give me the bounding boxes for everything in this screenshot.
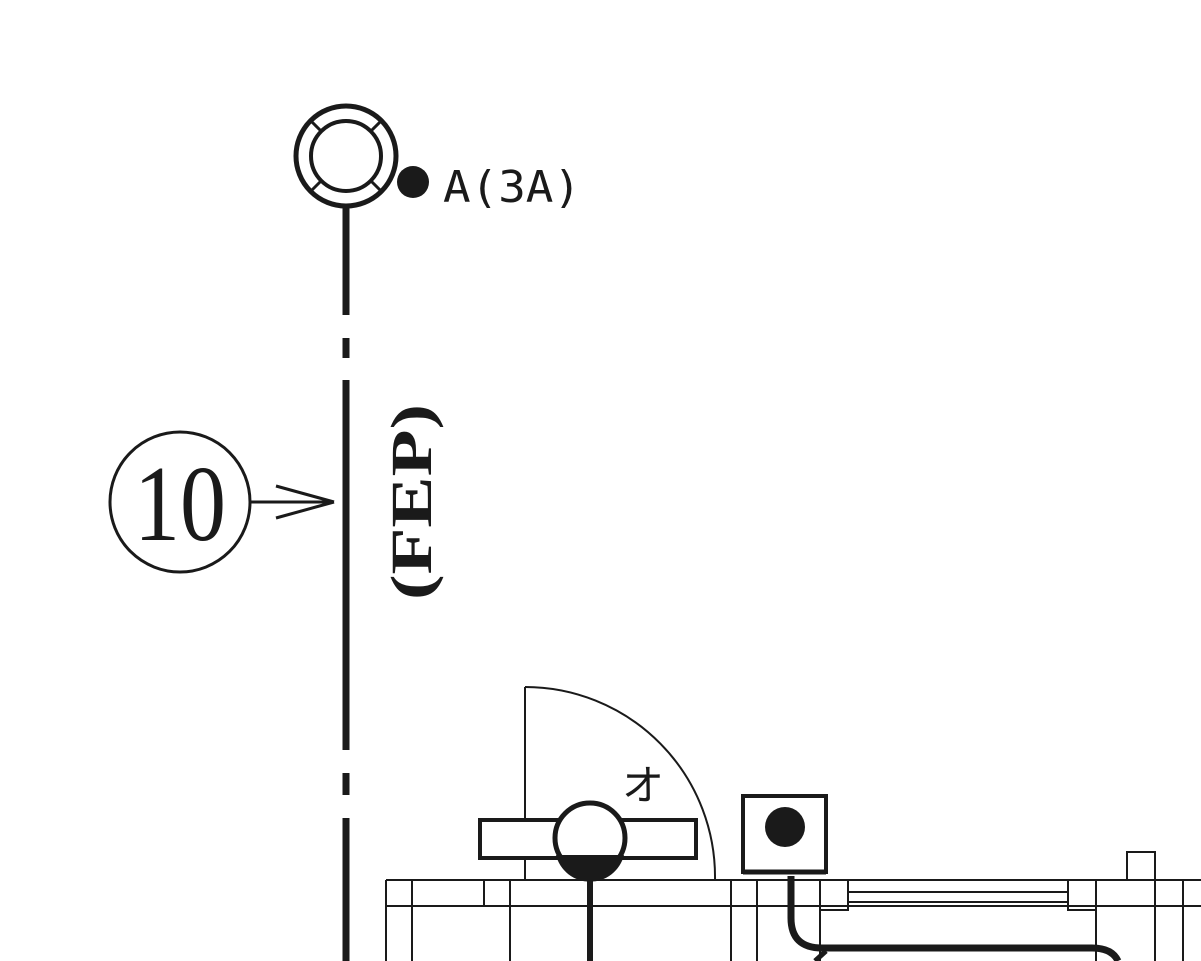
ceiling-light-icon — [293, 103, 399, 209]
cable-type-label: (FEP) — [379, 404, 444, 600]
fixture-label: A(3A) — [443, 162, 581, 213]
fixture-bullet-icon — [397, 166, 429, 198]
callout-arrow-icon — [250, 484, 335, 520]
door-label: オ — [622, 761, 664, 810]
wall-switch-icon — [478, 800, 698, 882]
circled-number-icon: 10 — [108, 430, 252, 574]
outlet-wire — [787, 876, 1122, 961]
outlet-box-icon — [741, 794, 828, 875]
callout-number: 10 — [134, 445, 226, 564]
wall-structure — [385, 851, 1201, 961]
